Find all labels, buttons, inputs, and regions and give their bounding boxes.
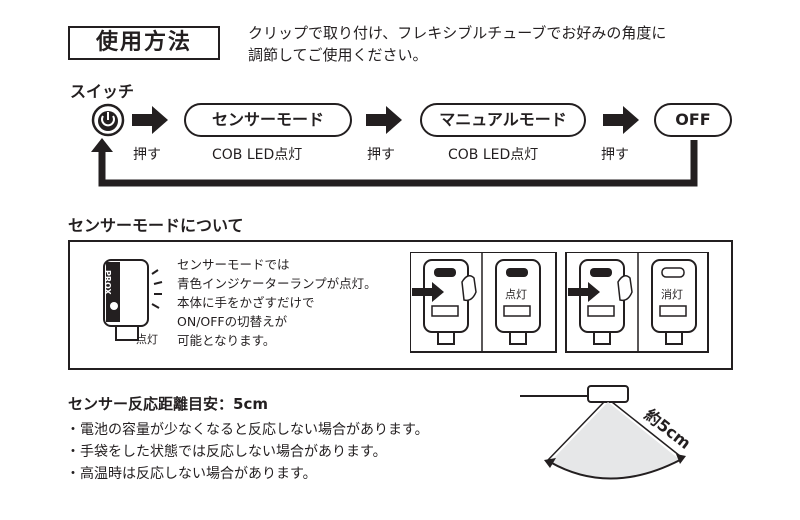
sensor-description-line: ON/OFFの切替えが xyxy=(177,314,288,329)
device-logo: PROX xyxy=(103,270,112,295)
mode-manual-pill: マニュアルモード xyxy=(420,103,586,137)
intro-text: クリップで取り付け、フレキシブルチューブでお好みの角度に 調節してご使用ください… xyxy=(248,22,748,66)
panel-off-label: 消灯 xyxy=(661,288,683,301)
range-note: ・電池の容量が少なくなると反応しない場合があります。 xyxy=(66,422,429,438)
switch-flow-diagram xyxy=(91,103,698,187)
intro-line-2: 調節してご使用ください。 xyxy=(248,46,428,64)
sensor-info-box xyxy=(68,240,733,370)
range-notes: ・電池の容量が少なくなると反応しない場合があります。 ・手袋をした状態では反応し… xyxy=(66,419,429,485)
range-note: ・高温時は反応しない場合があります。 xyxy=(66,466,317,482)
range-note: ・手袋をした状態では反応しない場合があります。 xyxy=(66,444,387,460)
device-with-hand-icon xyxy=(412,259,477,345)
intro-line-1: クリップで取り付け、フレキシブルチューブでお好みの角度に xyxy=(248,24,667,42)
sensor-description-line: センサーモードでは xyxy=(177,257,290,272)
sensor-section-heading: センサーモードについて xyxy=(68,216,244,235)
panel-light-label: 点灯 xyxy=(505,288,527,301)
mode-off-pill: OFF xyxy=(654,103,732,137)
device-lit-icon xyxy=(495,259,541,345)
press-label: 押す xyxy=(133,147,161,163)
page-title: 使用方法 xyxy=(68,26,220,60)
press-label: 押す xyxy=(367,147,395,163)
range-heading: センサー反応距離目安：5cm xyxy=(68,395,268,413)
sensor-demo-panels xyxy=(410,252,709,353)
device-with-hand-icon xyxy=(568,259,633,345)
arrow-right-icon xyxy=(366,106,402,134)
arrow-right-icon xyxy=(603,106,639,134)
sensor-description-line: 可能となります。 xyxy=(177,333,276,348)
switch-label: スイッチ xyxy=(70,82,135,101)
press-label: 押す xyxy=(601,147,629,163)
mode-caption: COB LED点灯 xyxy=(212,147,303,163)
arrow-right-icon xyxy=(132,106,168,134)
power-button-icon xyxy=(91,103,125,137)
sensor-description-line: 本体に手をかざすだけで xyxy=(177,295,315,310)
range-fan-diagram xyxy=(520,385,686,480)
device-illustration xyxy=(103,259,163,341)
sensor-description-line: 青色インジケーターランプが点灯。 xyxy=(177,276,377,291)
mode-caption: COB LED点灯 xyxy=(448,147,539,163)
device-light-label: 点灯 xyxy=(136,333,158,346)
mode-sensor-pill: センサーモード xyxy=(184,103,352,137)
sensor-description: センサーモードでは 青色インジケーターランプが点灯。 本体に手をかざすだけで O… xyxy=(177,255,407,350)
device-off-icon xyxy=(651,259,697,345)
return-arrow xyxy=(91,138,698,187)
